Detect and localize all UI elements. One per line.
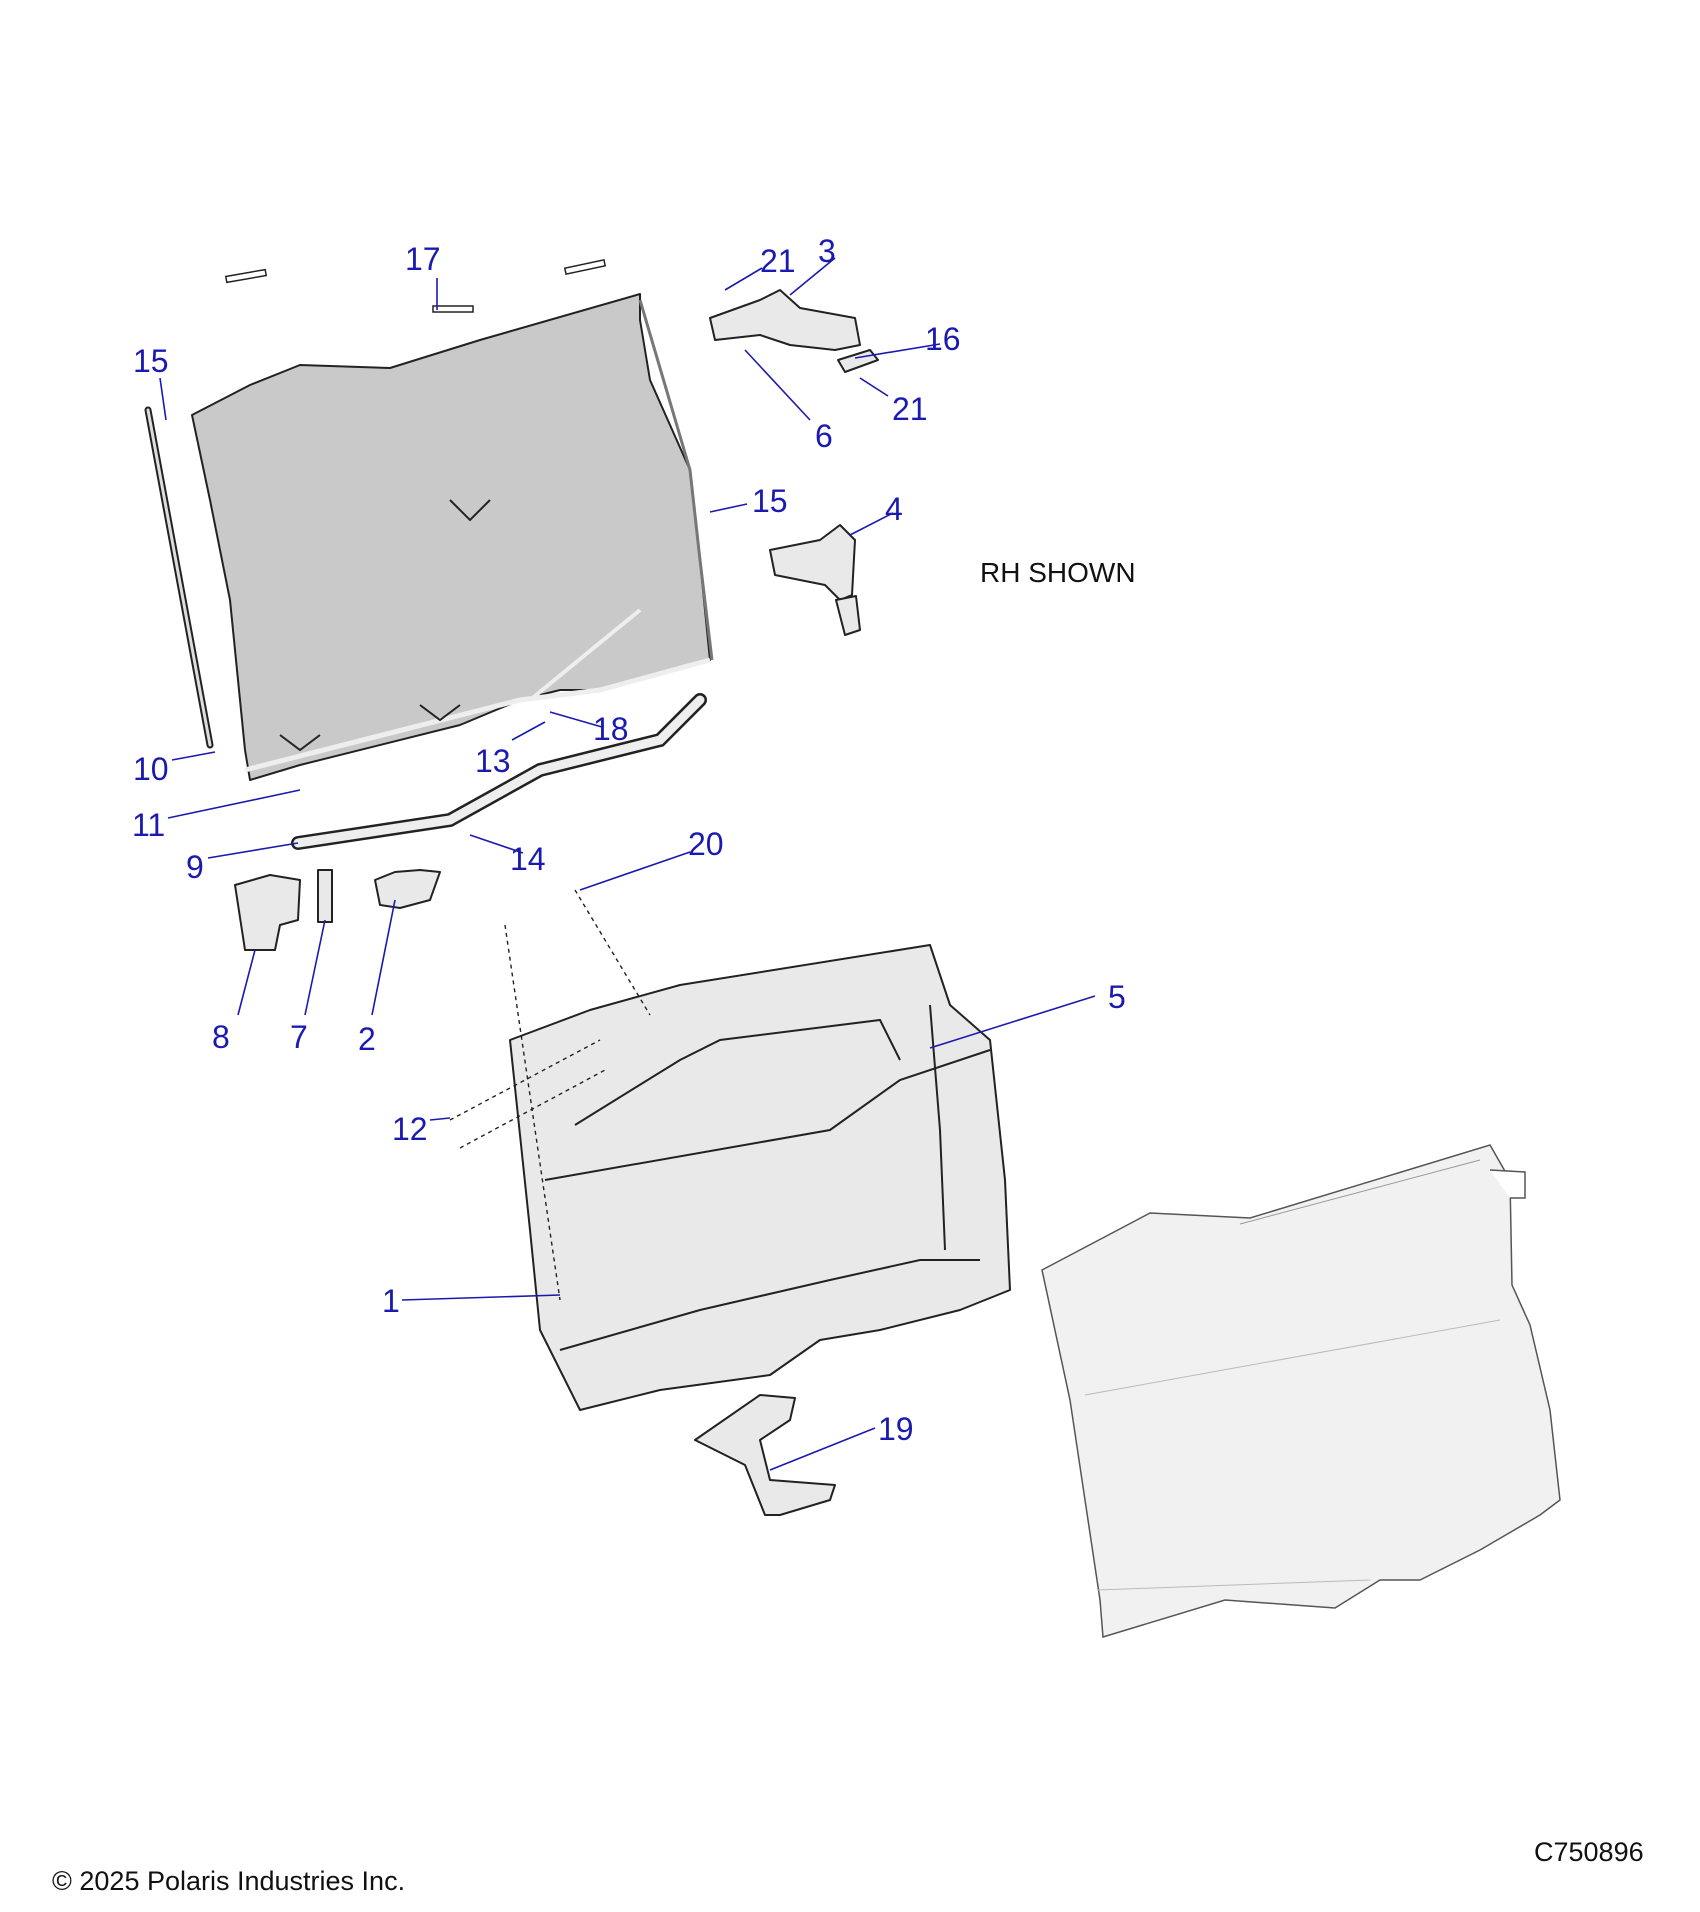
callout-15: 15 — [133, 343, 169, 379]
copyright-text: © 2025 Polaris Industries Inc. — [52, 1866, 406, 1896]
leader-lines — [159, 257, 1096, 1471]
armrest — [694, 1394, 836, 1516]
fastener-lines — [449, 889, 651, 1301]
latch-assembly — [234, 869, 441, 951]
callout-21: 21 — [760, 243, 796, 279]
callout-7: 7 — [290, 1019, 308, 1055]
callout-17: 17 — [405, 241, 441, 277]
callout-2: 2 — [358, 1021, 376, 1057]
lower-door-frame — [509, 944, 1011, 1411]
callout-20: 20 — [688, 826, 724, 862]
callout-21: 21 — [892, 391, 928, 427]
callout-15: 15 — [752, 483, 788, 519]
callout-1: 1 — [382, 1283, 400, 1319]
drawing-number: C750896 — [1534, 1837, 1644, 1867]
callout-6: 6 — [815, 418, 833, 454]
upper-hinge — [709, 289, 879, 373]
callout-8: 8 — [212, 1019, 230, 1055]
callout-labels: 17 21 3 16 21 6 15 15 4 10 18 13 11 9 14… — [132, 233, 1126, 1447]
upper-door-panel — [191, 259, 714, 781]
callout-18: 18 — [593, 711, 629, 747]
lower-hinge — [769, 524, 861, 636]
ghost-door-panel — [1041, 1144, 1561, 1638]
check-rod — [144, 406, 214, 749]
callout-3: 3 — [818, 233, 836, 269]
callout-5: 5 — [1108, 979, 1126, 1015]
callout-16: 16 — [925, 321, 961, 357]
callout-10: 10 — [133, 751, 169, 787]
callout-9: 9 — [186, 849, 204, 885]
rh-shown-note: RH SHOWN — [980, 557, 1136, 588]
callout-11: 11 — [132, 807, 165, 843]
callout-14: 14 — [510, 841, 546, 877]
door-trim — [291, 693, 707, 850]
callout-13: 13 — [475, 743, 511, 779]
callout-12: 12 — [392, 1111, 428, 1147]
callout-4: 4 — [885, 491, 903, 527]
callout-19: 19 — [878, 1411, 914, 1447]
